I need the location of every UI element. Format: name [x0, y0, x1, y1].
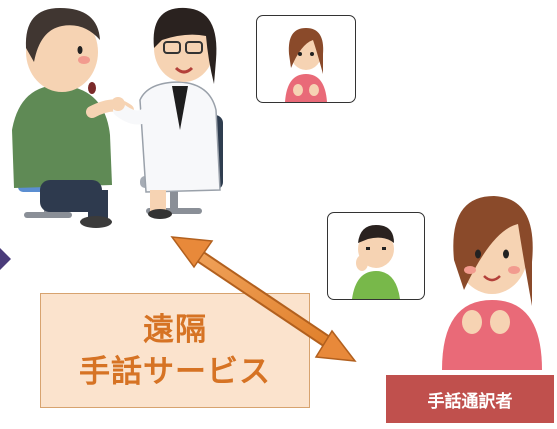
- patient-illustration: [12, 8, 134, 228]
- nav-chevron-icon[interactable]: [0, 248, 11, 270]
- doctor-illustration: [111, 7, 221, 219]
- interpreter-video-thumbnail[interactable]: [256, 15, 356, 103]
- interpreter-illustration: [442, 196, 542, 370]
- interpreter-thumb-icon: [285, 28, 327, 102]
- interpreter-badge: 手話通訳者: [386, 375, 554, 423]
- service-title-line2: 手話サービス: [79, 353, 271, 390]
- double-arrow-icon: [170, 236, 357, 362]
- patient-thumb-icon: [352, 225, 400, 299]
- service-title-line1: 遠隔: [143, 311, 207, 348]
- interpreter-badge-label: 手話通訳者: [427, 391, 513, 412]
- remote-sign-service-box: 遠隔 手話サービス: [40, 293, 310, 408]
- patient-video-thumbnail[interactable]: [327, 212, 425, 300]
- clinic-illustration: [12, 7, 223, 228]
